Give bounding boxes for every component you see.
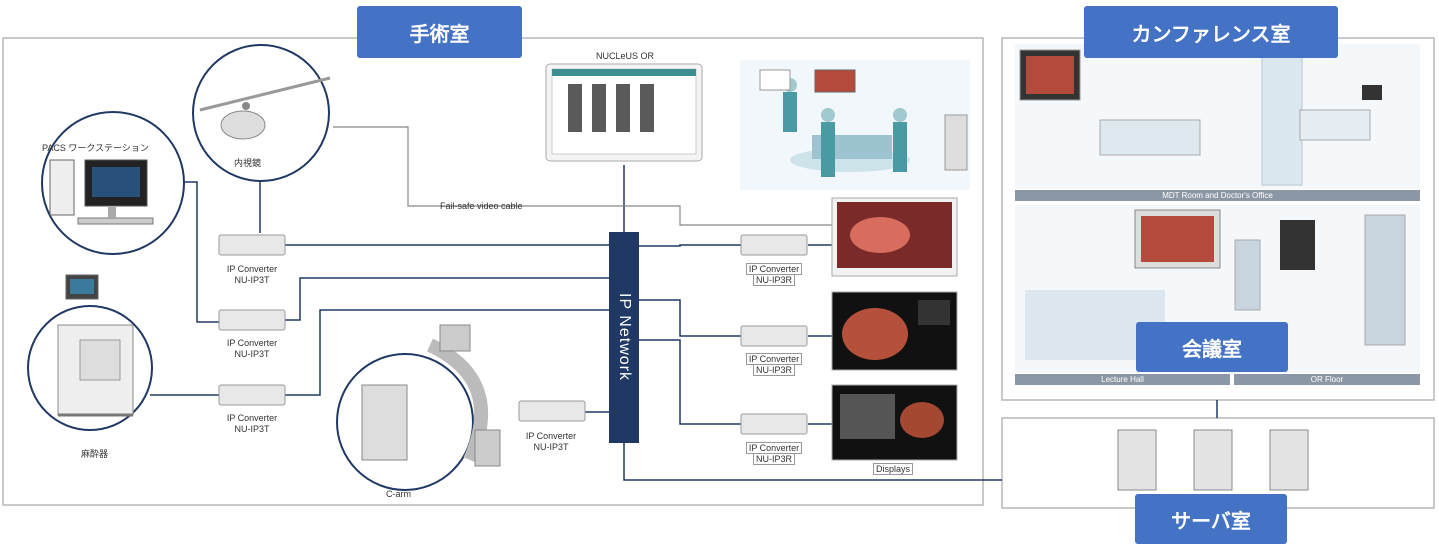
mdt-room-label: MDT Room and Doctor's Office: [1015, 190, 1420, 201]
or-floor-illustration: [1234, 205, 1420, 373]
pacs-workstation-icon: [49, 159, 154, 225]
or-illustration: [740, 60, 970, 190]
ip-network-label: IP Network: [616, 293, 633, 381]
display-2: [831, 291, 958, 371]
failsafe-label: Fail-safe video cable: [440, 201, 523, 211]
failsafe-cable: [333, 126, 832, 226]
pacs-label: PACS ワークステーション: [42, 143, 149, 153]
room-tag-server: サーバ室: [1135, 494, 1287, 544]
anesthesia-label: 麻酔器: [81, 449, 109, 459]
display-3: [831, 384, 958, 461]
mdt-room-illustration: [1015, 44, 1420, 189]
ip-network-bar: [609, 232, 639, 443]
c-arm-icon: [361, 324, 501, 467]
lecture-hall-illustration: [1015, 205, 1240, 373]
c-arm-label: C-arm: [386, 489, 411, 499]
nucleus-monitor-icon: [545, 63, 703, 162]
displays-label: Displays: [873, 463, 914, 475]
endoscope-icon: [199, 76, 331, 140]
room-tag-or: 手術室: [357, 6, 522, 58]
endoscope-circle: [192, 44, 330, 182]
server-icons: [1117, 429, 1309, 491]
or-floor-label: OR Floor: [1234, 374, 1420, 385]
nucleus-label: NUCLeUS OR: [596, 51, 655, 61]
network-links: [150, 165, 1002, 481]
anesthesia-machine-icon: [57, 274, 134, 417]
room-tag-conference: カンファレンス室: [1084, 6, 1338, 58]
lecture-hall-label: Lecture Hall: [1015, 374, 1230, 385]
room-tag-meeting: 会議室: [1136, 322, 1288, 372]
display-1: [831, 197, 958, 277]
ip-converter-icons: [218, 234, 808, 435]
endoscope-label: 内視鏡: [234, 158, 262, 168]
